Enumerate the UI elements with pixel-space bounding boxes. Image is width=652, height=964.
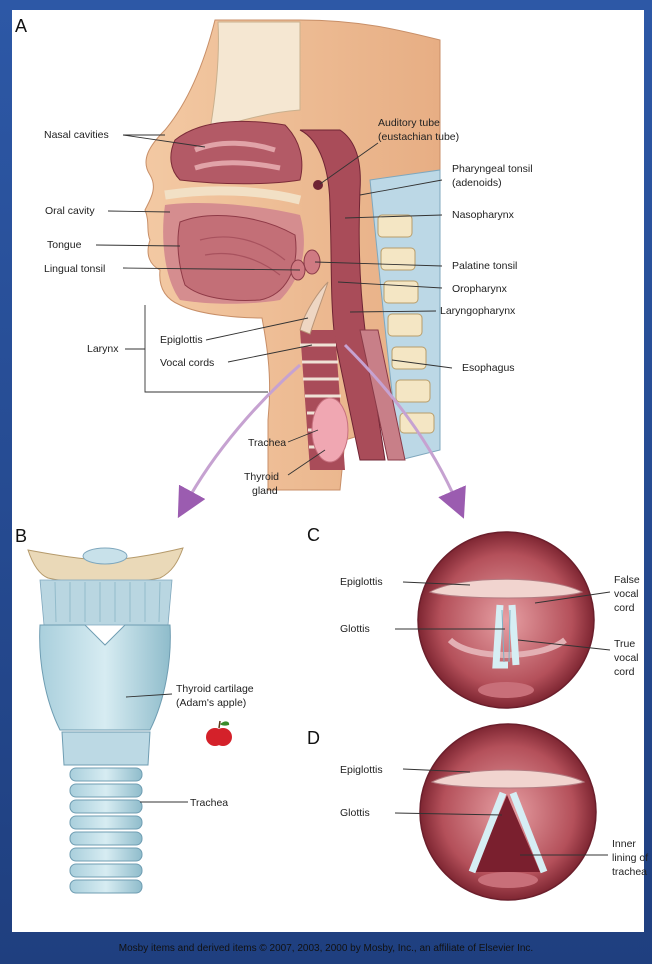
label-pharyngeal-tonsil-sub: (adenoids)	[452, 177, 502, 189]
label-false-2: vocal	[614, 588, 639, 600]
label-epiglottis-c: Epiglottis	[340, 576, 383, 588]
label-true-3: cord	[614, 666, 635, 678]
label-thyroid-cartilage: Thyroid cartilage	[176, 683, 254, 695]
label-esophagus: Esophagus	[462, 362, 515, 374]
label-trachea-a: Trachea	[248, 437, 286, 449]
label-true-2: vocal	[614, 652, 639, 664]
label-auditory-tube-sub: (eustachian tube)	[378, 131, 459, 143]
label-nasopharynx: Nasopharynx	[452, 209, 515, 221]
label-oral-cavity: Oral cavity	[45, 205, 95, 217]
label-nasal-cavities: Nasal cavities	[44, 129, 109, 141]
label-true-1: True	[614, 638, 635, 650]
label-larynx: Larynx	[87, 343, 119, 355]
label-false-1: False	[614, 574, 640, 586]
label-gland: gland	[252, 485, 278, 497]
label-oropharynx: Oropharynx	[452, 283, 508, 295]
label-vocal-cords: Vocal cords	[160, 357, 214, 369]
label-thyroid: Thyroid	[244, 471, 279, 483]
label-glottis-d: Glottis	[340, 807, 370, 819]
larynx-front-view	[28, 548, 183, 893]
head-sagittal-section	[145, 20, 440, 490]
vocal-cords-closed-view	[418, 532, 594, 708]
panel-letter-b: B	[15, 526, 27, 546]
label-adams-apple: (Adam's apple)	[176, 697, 246, 709]
label-glottis-c: Glottis	[340, 623, 370, 635]
label-pharyngeal-tonsil: Pharyngeal tonsil	[452, 163, 533, 175]
panel-letter-a: A	[15, 16, 27, 36]
apple-icon	[206, 721, 232, 746]
label-tongue: Tongue	[47, 239, 82, 251]
label-epiglottis-d: Epiglottis	[340, 764, 383, 776]
label-epiglottis: Epiglottis	[160, 334, 203, 346]
panel-letter-c: C	[307, 525, 320, 545]
label-trachea-b: Trachea	[190, 797, 228, 809]
vocal-cords-open-view	[420, 724, 596, 900]
label-false-3: cord	[614, 602, 635, 614]
copyright-credit: Mosby items and derived items © 2007, 20…	[0, 943, 652, 954]
label-inner-1: Inner	[612, 838, 636, 850]
label-palatine-tonsil: Palatine tonsil	[452, 260, 517, 272]
label-lingual-tonsil: Lingual tonsil	[44, 263, 105, 275]
label-inner-2: lining of	[612, 852, 648, 864]
label-auditory-tube: Auditory tube	[378, 117, 440, 129]
label-laryngopharynx: Laryngopharynx	[440, 305, 516, 317]
label-inner-3: trachea	[612, 866, 647, 878]
panel-letter-d: D	[307, 728, 320, 748]
